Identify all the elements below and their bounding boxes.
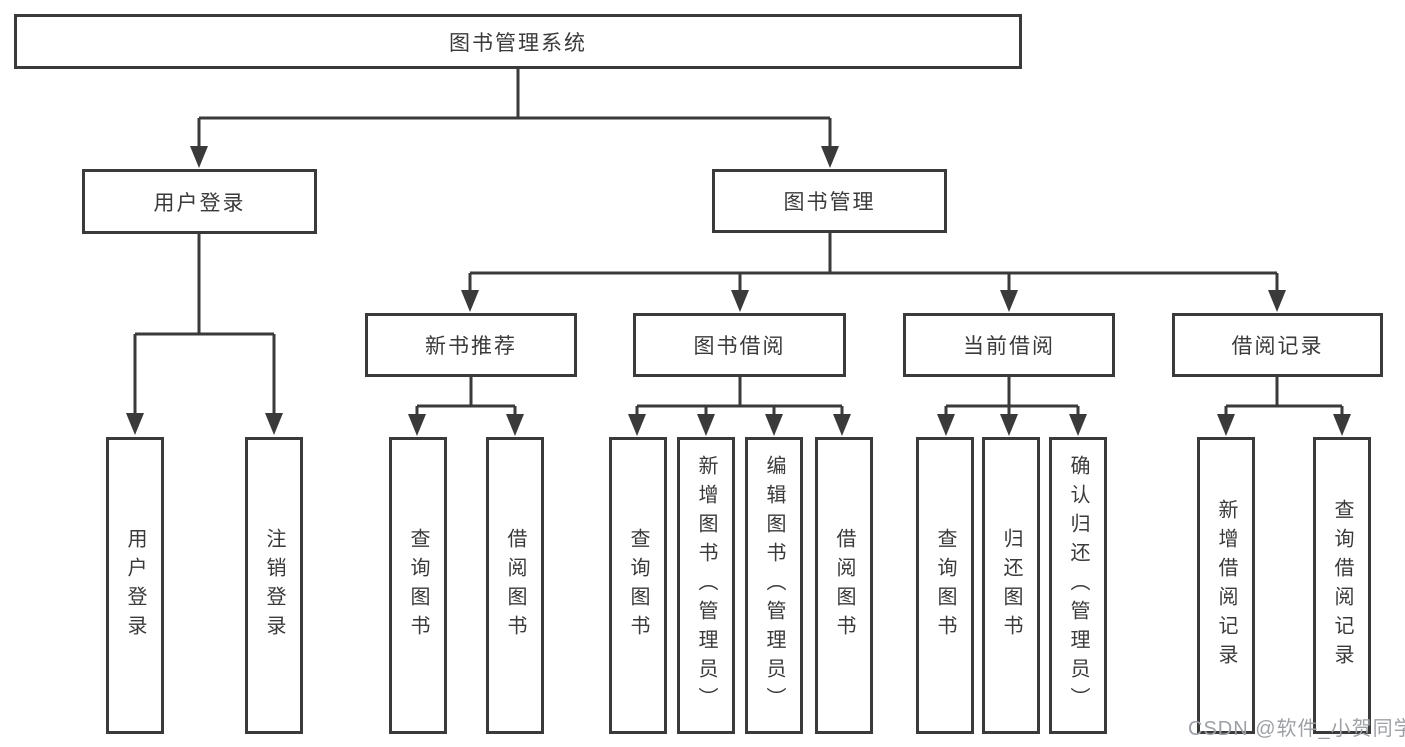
node-current-borrow: 当前借阅 xyxy=(903,313,1115,377)
connector-user-login xyxy=(133,234,276,416)
connector-borrow-records xyxy=(1224,377,1344,417)
leaf-logout: 注销登录 xyxy=(245,437,303,734)
node-user-login: 用户登录 xyxy=(82,169,317,234)
leaf-query-books-current: 查询图书 xyxy=(916,437,974,734)
leaf-query-books-borrow: 查询图书 xyxy=(609,437,667,734)
leaf-borrow-books: 借阅图书 xyxy=(815,437,873,734)
connector-book-borrow xyxy=(635,377,844,417)
csdn-watermark: CSDN @软件_小贺同学 xyxy=(1188,718,1405,740)
node-new-book-recommend: 新书推荐 xyxy=(365,313,577,377)
node-borrow-records: 借阅记录 xyxy=(1172,313,1383,377)
node-root-system: 图书管理系统 xyxy=(14,14,1022,69)
leaf-add-borrow-record: 新增借阅记录 xyxy=(1197,437,1255,734)
connector-current-borrow xyxy=(944,377,1080,417)
leaf-query-books-recommend: 查询图书 xyxy=(389,437,447,734)
leaf-user-login: 用户登录 xyxy=(106,437,164,734)
connector-new-book xyxy=(415,377,517,417)
leaf-add-books-admin: 新增图书（管理员） xyxy=(677,437,735,734)
leaf-edit-books-admin: 编辑图书（管理员） xyxy=(745,437,803,734)
leaf-query-borrow-record: 查询借阅记录 xyxy=(1313,437,1371,734)
node-book-borrow: 图书借阅 xyxy=(633,313,846,377)
connector-root xyxy=(197,69,832,150)
leaf-confirm-return-admin: 确认归还（管理员） xyxy=(1049,437,1107,734)
leaf-borrow-books-recommend: 借阅图书 xyxy=(486,437,544,734)
arrowheads xyxy=(126,146,1351,436)
leaf-return-books: 归还图书 xyxy=(982,437,1040,734)
connector-book-management xyxy=(468,233,1279,293)
node-book-management: 图书管理 xyxy=(712,169,947,233)
